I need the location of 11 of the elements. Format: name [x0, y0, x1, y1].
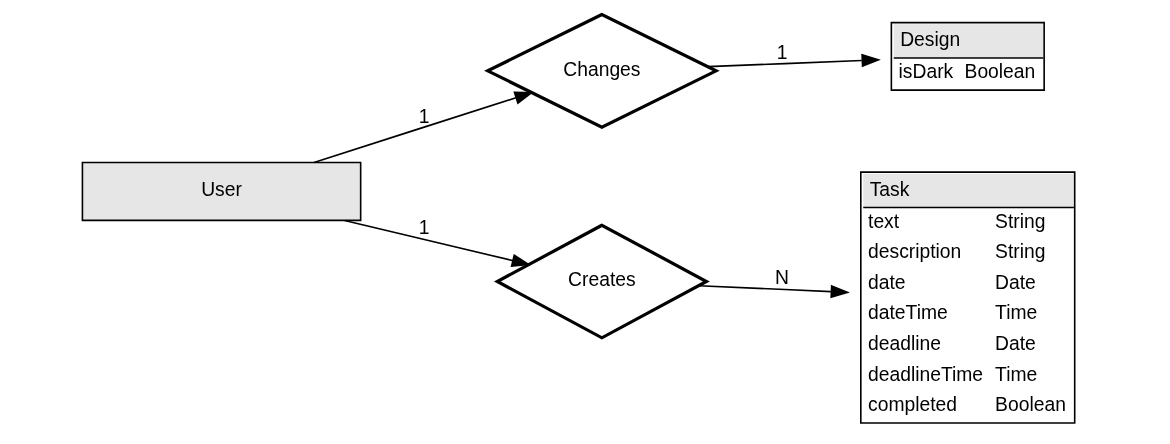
edge-label: 1 [776, 41, 788, 63]
arrow [697, 284, 850, 299]
node-diamond: Creates [493, 223, 710, 340]
node-diamond: Changes [484, 12, 720, 129]
node-box: User [81, 161, 362, 222]
edge-label: 1 [418, 217, 430, 239]
edge-label: 1 [418, 106, 430, 128]
edge-label: N [775, 267, 789, 289]
arrow [343, 219, 531, 268]
arrow [707, 53, 881, 68]
arrow [313, 91, 534, 164]
